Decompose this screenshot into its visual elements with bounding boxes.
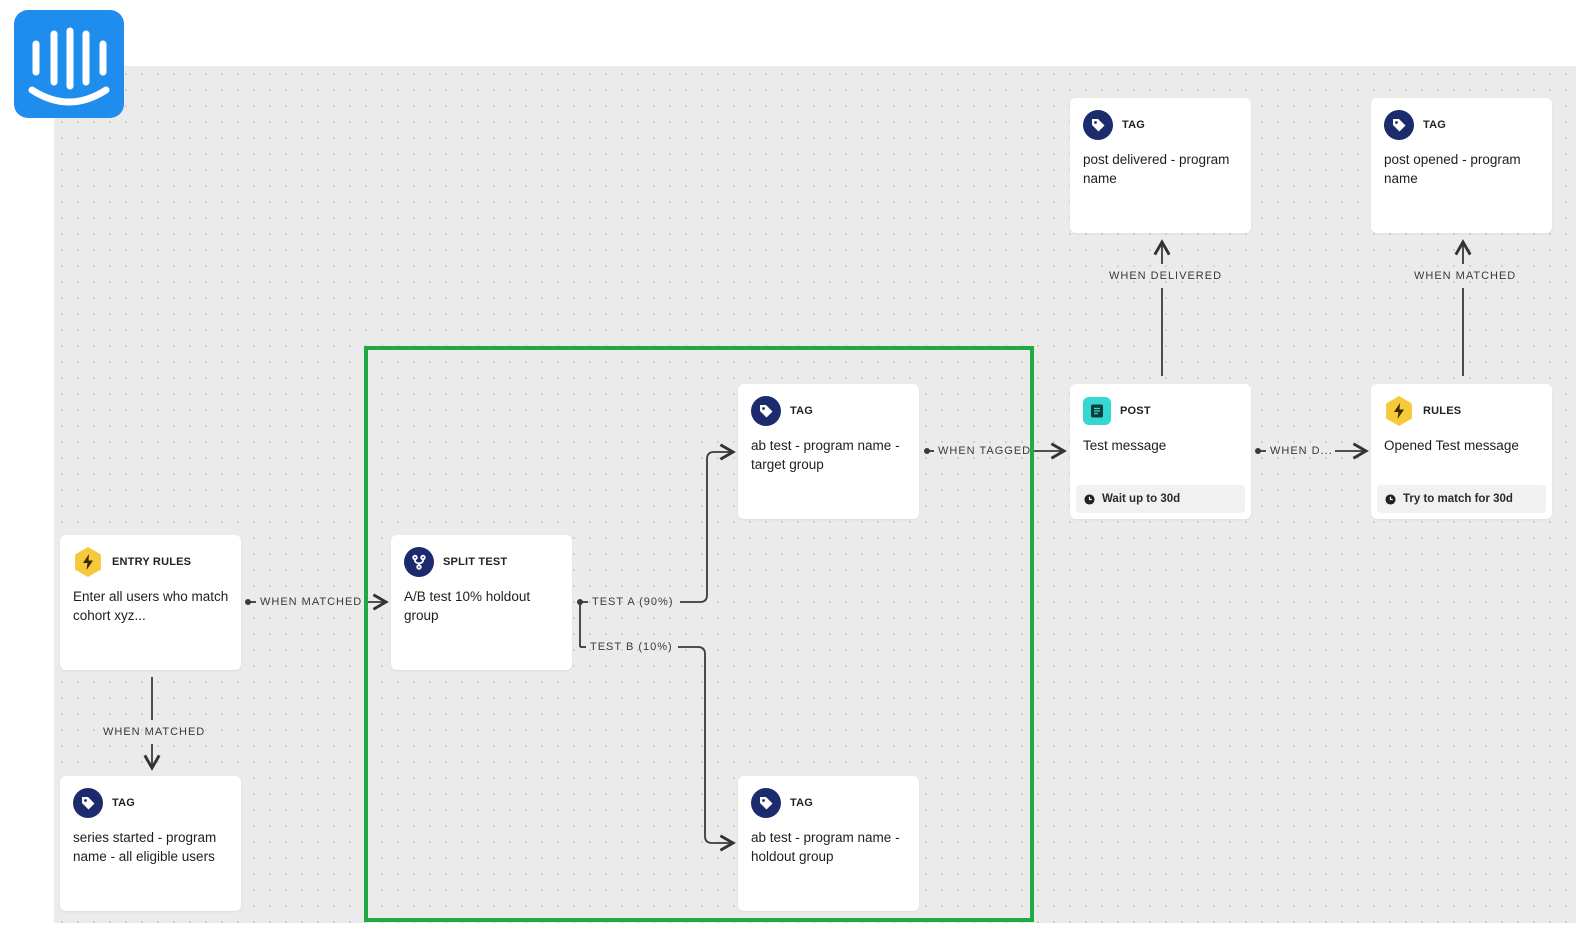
edge-label-test-a: TEST A (90%) — [592, 596, 674, 608]
node-body-text: Enter all users who match cohort xyz... — [73, 589, 229, 623]
node-entry-rules[interactable]: ENTRY RULES Enter all users who match co… — [60, 535, 241, 670]
node-tag-post-delivered[interactable]: TAG post delivered - program name — [1070, 98, 1251, 233]
node-tag-series-started[interactable]: TAG series started - program name - all … — [60, 776, 241, 911]
node-body-text: Test message — [1083, 438, 1167, 453]
edge-label-test-b: TEST B (10%) — [590, 641, 673, 653]
node-split-test[interactable]: SPLIT TEST A/B test 10% holdout group — [391, 535, 572, 670]
clock-icon — [1385, 493, 1396, 505]
node-post-test-message[interactable]: POST Test message Wait up to 30d — [1070, 384, 1251, 519]
tag-icon — [73, 788, 103, 818]
post-document-icon — [1083, 397, 1111, 425]
node-tag-post-opened[interactable]: TAG post opened - program name — [1371, 98, 1552, 233]
node-body-text: Opened Test message — [1384, 438, 1519, 453]
tag-icon — [751, 788, 781, 818]
node-type-label: RULES — [1423, 405, 1462, 417]
node-rules-opened[interactable]: RULES Opened Test message Try to match f… — [1371, 384, 1552, 519]
node-footer-wait: Wait up to 30d — [1076, 485, 1245, 513]
node-type-label: TAG — [112, 797, 136, 809]
node-body-text: ab test - program name - target group — [751, 438, 900, 472]
lightning-bolt-icon — [75, 547, 101, 577]
node-type-label: ENTRY RULES — [112, 556, 192, 568]
edge-label-entry-to-split: WHEN MATCHED — [260, 596, 363, 608]
node-footer-text: Try to match for 30d — [1403, 493, 1513, 505]
node-footer-match: Try to match for 30d — [1377, 485, 1546, 513]
node-type-label: TAG — [790, 405, 814, 417]
intercom-logo-icon[interactable] — [14, 10, 124, 118]
edge-label-post-to-rules: WHEN D... — [1270, 445, 1333, 457]
node-tag-target-group[interactable]: TAG ab test - program name - target grou… — [738, 384, 919, 519]
node-type-label: TAG — [790, 797, 814, 809]
split-test-icon — [404, 547, 434, 577]
edge-label-target-to-post: WHEN TAGGED — [938, 445, 1032, 457]
edge-label-post-to-delivered: WHEN DELIVERED — [1109, 270, 1223, 282]
node-body-text: A/B test 10% holdout group — [404, 589, 531, 623]
node-body-text: series started - program name - all elig… — [73, 830, 217, 864]
node-type-label: SPLIT TEST — [443, 556, 508, 568]
node-footer-text: Wait up to 30d — [1102, 493, 1181, 505]
lightning-bolt-icon — [1386, 396, 1412, 426]
node-type-label: TAG — [1423, 119, 1447, 131]
node-type-label: TAG — [1122, 119, 1146, 131]
node-body-text: ab test - program name - holdout group — [751, 830, 900, 864]
node-tag-holdout-group[interactable]: TAG ab test - program name - holdout gro… — [738, 776, 919, 911]
tag-icon — [1384, 110, 1414, 140]
split-test-highlight-box — [364, 346, 1034, 922]
node-body-text: post delivered - program name — [1083, 152, 1230, 186]
node-type-label: POST — [1120, 405, 1151, 417]
clock-icon — [1084, 493, 1095, 505]
edge-label-rules-to-opened: WHEN MATCHED — [1414, 270, 1517, 282]
edge-label-entry-to-series: WHEN MATCHED — [103, 726, 206, 738]
tag-icon — [751, 396, 781, 426]
tag-icon — [1083, 110, 1113, 140]
node-body-text: post opened - program name — [1384, 152, 1521, 186]
